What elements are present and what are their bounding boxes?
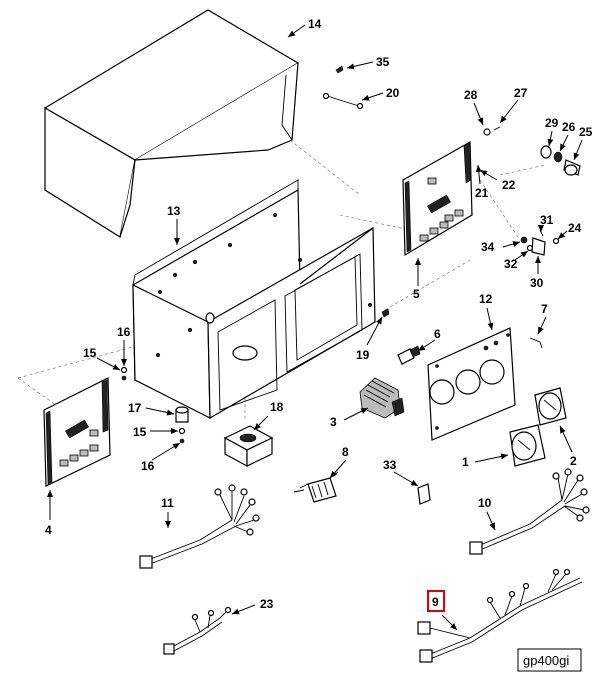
clip-part-33[interactable] (417, 483, 431, 505)
callout-9: 9 (432, 595, 439, 609)
callout-34: 34 (481, 240, 495, 254)
callout-17: 17 (128, 401, 142, 415)
screw-part-35[interactable] (335, 65, 344, 74)
bar-part-20[interactable] (322, 92, 364, 110)
clip-part-27[interactable] (493, 126, 501, 131)
pcb-part-4[interactable] (43, 377, 111, 487)
meter-part-1[interactable] (509, 424, 546, 467)
callout-30: 30 (530, 276, 544, 290)
callout-18: 18 (270, 400, 284, 414)
nut-part-26[interactable] (553, 151, 563, 163)
diagram-tag-label: gp400gi (523, 653, 569, 668)
callout-13: 13 (167, 204, 181, 218)
block-part-18[interactable] (223, 425, 274, 468)
callout-4: 4 (45, 523, 52, 537)
callout-23: 23 (260, 597, 274, 611)
callout-15-upper: 15 (83, 346, 97, 360)
cover-part-14[interactable] (43, 9, 300, 238)
nut-part-34[interactable] (520, 236, 528, 244)
callout-21: 21 (475, 186, 489, 200)
callout-14: 14 (308, 17, 322, 31)
callout-2: 2 (570, 454, 577, 468)
callout-25: 25 (579, 125, 593, 139)
callout-29: 29 (545, 116, 559, 130)
callout-11: 11 (161, 496, 174, 510)
callout-27: 27 (514, 86, 528, 100)
screw-part-24[interactable] (552, 237, 560, 245)
washer-part-29[interactable] (540, 145, 552, 159)
callout-7: 7 (541, 302, 548, 316)
callout-33: 33 (383, 458, 397, 472)
callout-22: 22 (502, 178, 516, 192)
callout-10: 10 (478, 496, 492, 510)
spacer-part-15-upper[interactable] (120, 366, 128, 374)
callout-5: 5 (413, 287, 420, 301)
screw-part-16-upper[interactable] (121, 375, 127, 381)
screw-part-19[interactable] (381, 308, 390, 318)
front-panel-part-12[interactable] (427, 327, 516, 441)
highlight-box (427, 590, 445, 612)
callout-3: 3 (330, 415, 337, 429)
knob-part-25[interactable] (563, 159, 581, 176)
clip-part-7[interactable] (529, 337, 543, 349)
harness-part-10[interactable] (469, 468, 590, 555)
meter-part-2[interactable] (534, 387, 567, 426)
switch-part-6[interactable] (397, 345, 421, 365)
screw-part-16-lower[interactable] (179, 438, 185, 444)
bracket-part-30[interactable] (531, 237, 546, 256)
callout-16-lower: 16 (141, 459, 155, 473)
diagram-tag: gp400gi (517, 648, 582, 672)
rectifier-part-3[interactable] (359, 377, 405, 419)
callout-labels: 14 35 20 28 27 29 26 25 13 21 22 31 24 3… (45, 17, 593, 612)
pcb-part-5[interactable] (402, 140, 473, 257)
callout-19: 19 (356, 348, 370, 362)
callout-24: 24 (568, 221, 582, 235)
spacer-part-15-lower[interactable] (178, 427, 186, 435)
harness-part-23[interactable] (163, 606, 232, 655)
connector-part-8[interactable] (293, 471, 339, 503)
spacer-part-28[interactable] (483, 128, 491, 136)
callout-20: 20 (386, 86, 400, 100)
chassis-part-13[interactable] (132, 179, 376, 420)
callout-16-upper: 16 (117, 325, 131, 339)
callout-1: 1 (462, 455, 469, 469)
callout-35: 35 (376, 55, 390, 69)
callout-26: 26 (562, 120, 576, 134)
callout-28: 28 (464, 88, 478, 102)
leader-arrows (47, 24, 583, 631)
harness-part-11[interactable] (139, 484, 260, 569)
callout-15-lower: 15 (133, 425, 147, 439)
callout-6: 6 (434, 327, 441, 341)
harness-part-9[interactable] (417, 568, 583, 663)
callout-8: 8 (342, 445, 349, 459)
callout-32: 32 (504, 257, 518, 271)
callout-12: 12 (479, 292, 493, 306)
callout-31: 31 (540, 213, 554, 227)
spacer-part-17[interactable] (175, 406, 189, 423)
